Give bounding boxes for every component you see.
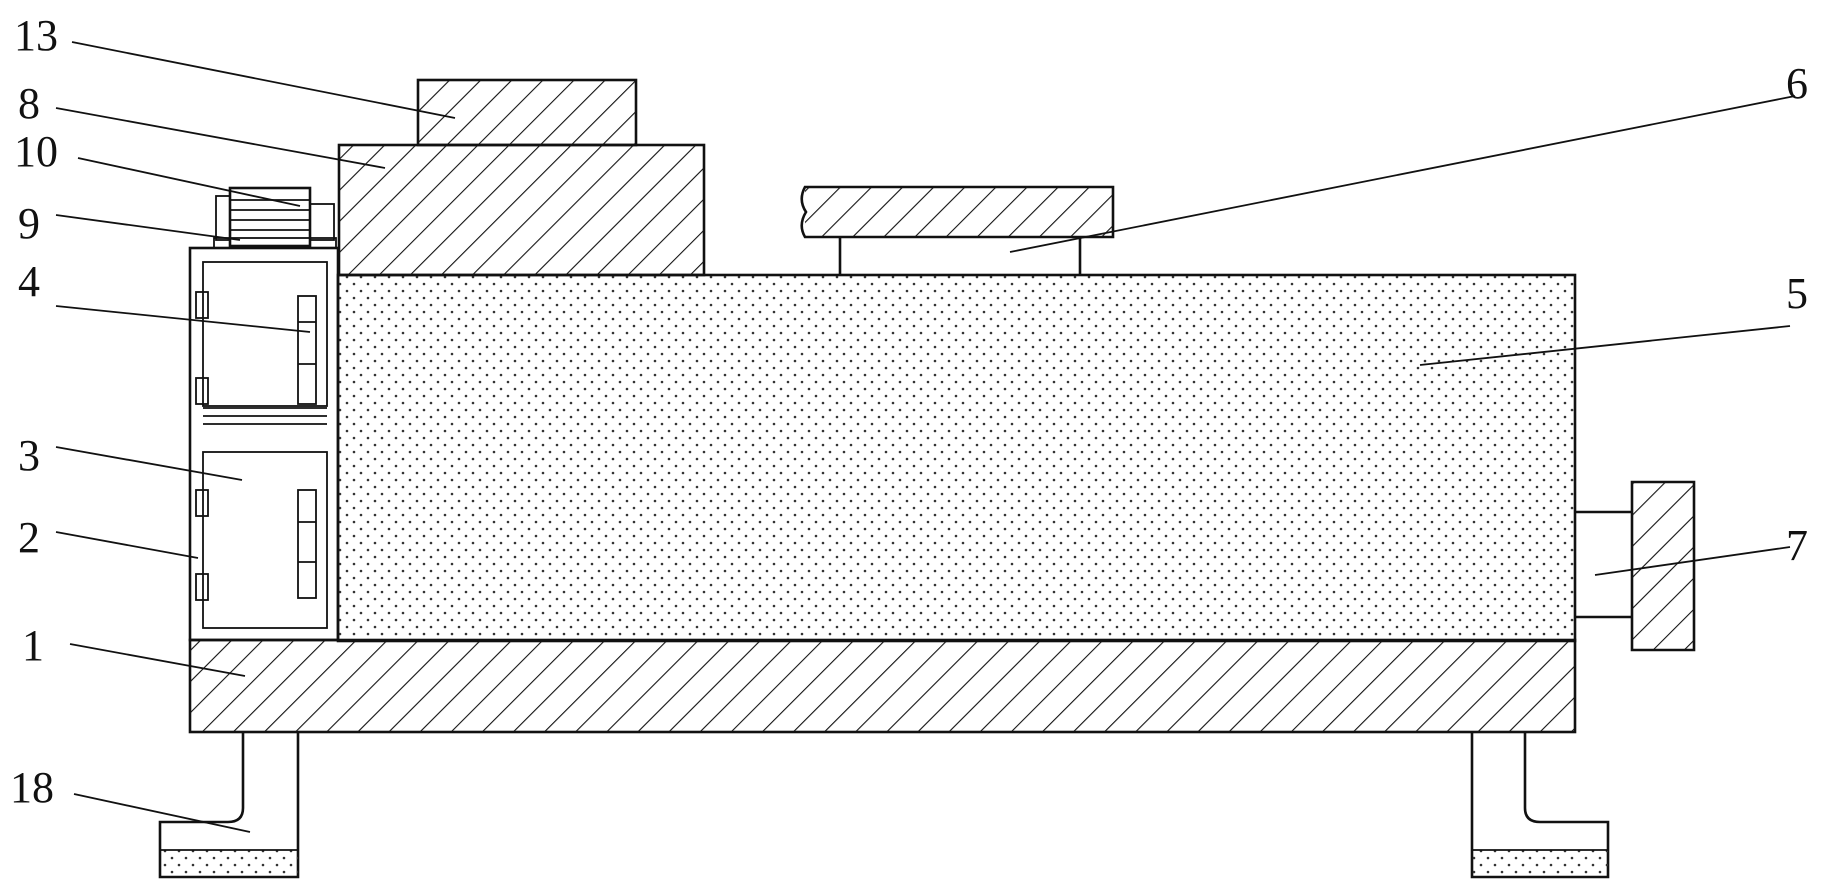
side-handle-part-7: [1575, 480, 1696, 652]
leader-3: [55, 446, 243, 481]
label-4: 4: [18, 257, 40, 306]
leader-7: [1594, 546, 1791, 576]
leader-lines: [55, 41, 1796, 833]
top-plate-part-6: [800, 185, 1115, 275]
label-1: 1: [22, 621, 44, 670]
base-plate-part-1: [188, 638, 1577, 734]
leader-4: [55, 305, 311, 333]
leader-9: [55, 214, 241, 241]
label-5: 5: [1786, 269, 1808, 318]
block-part-13: [416, 78, 638, 147]
leg-right-part-18: [1470, 732, 1610, 879]
label-10: 10: [14, 127, 58, 176]
leader-2: [55, 531, 199, 559]
motor-base-part-9: [213, 237, 337, 249]
leader-6: [1009, 95, 1796, 253]
leader-10: [77, 157, 301, 207]
body-part-5: [336, 273, 1577, 643]
leader-13: [71, 41, 456, 119]
divider-part-3: [203, 407, 327, 425]
label-9: 9: [18, 199, 40, 248]
label-2: 2: [18, 513, 40, 562]
leader-18: [73, 793, 251, 833]
label-13: 13: [14, 11, 58, 60]
leader-1: [69, 643, 246, 677]
leg-left-part-18: [158, 732, 300, 879]
leader-5: [1419, 325, 1791, 366]
hinges: [195, 291, 209, 601]
label-3: 3: [18, 431, 40, 480]
leader-8: [55, 107, 386, 169]
part-labels: 13 8 10 9 4 3 2 1 18 6 5 7: [10, 11, 1808, 812]
door-handle-part-4: [297, 295, 317, 599]
label-8: 8: [18, 79, 40, 128]
label-7: 7: [1786, 521, 1808, 570]
label-6: 6: [1786, 59, 1808, 108]
label-18: 18: [10, 763, 54, 812]
block-part-8: [337, 143, 706, 277]
